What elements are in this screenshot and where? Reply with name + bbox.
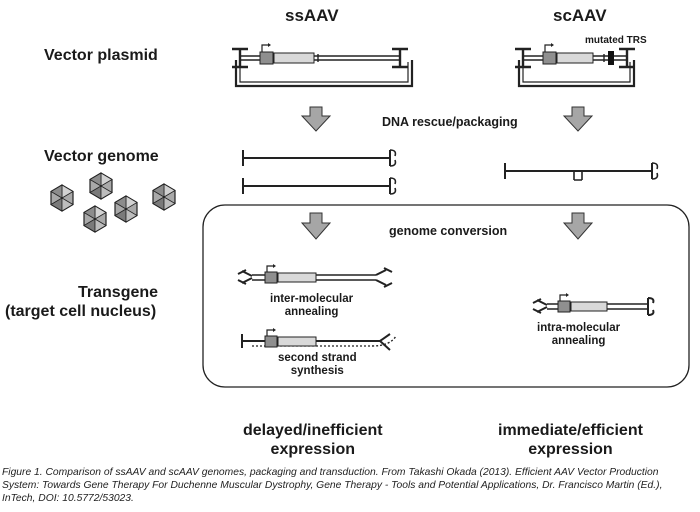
genome-conversion-label: genome conversion [389,224,508,238]
intra-molecular-line1: intra-molecular [537,322,621,334]
second-strand-label: second strand synthesis [278,352,357,378]
ssaav-genomes [242,149,397,195]
intra-molecular-label: intra-molecular annealing [537,322,620,348]
scaav-outcome: immediate/efficient expression [498,421,643,459]
vector-genome-label: Vector genome [44,148,159,165]
ssaav-outcome-line1: delayed/inefficient [243,422,383,439]
arrow-scaav-conversion [562,212,594,240]
virus-particles-icon [50,172,176,233]
arrow-ssaav-conversion [300,212,332,240]
ssaav-outcome: delayed/inefficient expression [243,421,383,459]
mutated-trs-label: mutated TRS [585,35,647,46]
transgene-label: Transgene [78,284,159,301]
arrow-scaav-packaging [562,106,594,132]
second-strand-line1: second strand [278,352,357,364]
intra-molecular-annealing-diagram [532,293,655,316]
inter-molecular-annealing-diagram [237,264,393,288]
arrow-ssaav-packaging [300,106,332,132]
ssaav-plasmid [232,43,414,88]
scaav-plasmid [515,43,636,88]
dna-rescue-label: DNA rescue/packaging [382,115,518,129]
inter-molecular-line1: inter-molecular [270,293,354,305]
nucleus-box [202,204,690,388]
second-strand-line2: synthesis [290,365,344,377]
target-cell-nucleus-label: (target cell nucleus) [5,303,157,320]
intra-molecular-line2: annealing [551,335,606,347]
ssaav-header: ssAAV [285,6,339,25]
figure-caption: Figure 1. Comparison of ssAAV and scAAV … [2,467,663,504]
vector-plasmid-label: Vector plasmid [44,47,158,64]
scaav-outcome-line1: immediate/efficient [498,422,643,439]
second-strand-synthesis-diagram [241,328,397,351]
scaav-outcome-line2: expression [528,441,613,458]
ssaav-outcome-line2: expression [270,441,356,458]
inter-molecular-line2: annealing [284,306,339,318]
scaav-genome [504,162,659,181]
scaav-header: scAAV [553,6,607,25]
inter-molecular-label: inter-molecular annealing [270,293,353,319]
